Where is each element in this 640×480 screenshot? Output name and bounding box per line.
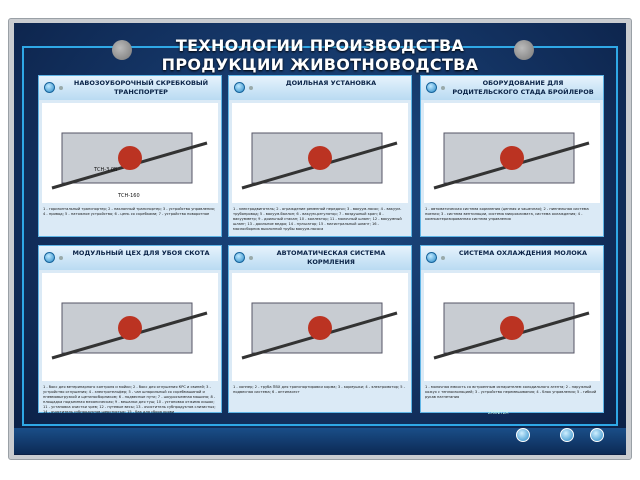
panel-header: МОДУЛЬНЫЙ ЦЕХ ДЛЯ УБОЯ СКОТА	[39, 246, 221, 270]
magnet-left	[112, 40, 132, 60]
panel-illustration	[424, 103, 600, 203]
panel-header: НАВОЗОУБОРОЧНЫЙ СКРЕБКОВЫЙ ТРАНСПОРТЕР	[39, 76, 221, 100]
panel: МОДУЛЬНЫЙ ЦЕХ ДЛЯ УБОЯ СКОТА 1 - бокс дл…	[38, 245, 222, 414]
dot-icon	[249, 86, 253, 90]
panel-illustration	[232, 103, 408, 203]
panel-illustration: ТСН-3.0Б ТСН-160	[42, 103, 218, 203]
equipment-drawing	[241, 302, 398, 360]
model-label: ТСН-160	[118, 193, 140, 199]
equipment-drawing	[241, 132, 398, 190]
bullet-icon	[44, 252, 55, 263]
panel-caption: 1 - автоматическая система кормления (це…	[425, 207, 589, 221]
panel-caption: 1 - молочная емкость со встроенным испар…	[425, 385, 597, 399]
brand-logo: ZARNITZA	[488, 410, 509, 415]
icon-button-2	[560, 428, 574, 442]
icon-button-3	[590, 428, 604, 442]
magnet-right	[514, 40, 534, 60]
dot-icon	[59, 256, 63, 260]
panel-caption: 1 - бокс для ветеринарного контроля и мо…	[43, 385, 216, 414]
panel-title: СИСТЕМА ОХЛАЖДЕНИЯ МОЛОКА	[458, 249, 588, 257]
panel-caption: 1 - электродвигатель; 2 - ограждение рем…	[233, 207, 402, 231]
panel-illustration	[424, 273, 600, 381]
panel-header: АВТОМАТИЧЕСКАЯ СИСТЕМА КОРМЛЕНИЯ	[229, 246, 411, 270]
panel: СИСТЕМА ОХЛАЖДЕНИЯ МОЛОКА 1 - молочная е…	[420, 245, 604, 413]
bullet-icon	[234, 82, 245, 93]
panel-title: МОДУЛЬНЫЙ ЦЕХ ДЛЯ УБОЯ СКОТА	[72, 249, 210, 257]
panel: ОБОРУДОВАНИЕ ДЛЯ РОДИТЕЛЬСКОГО СТАДА БРО…	[420, 75, 604, 237]
equipment-drawing	[433, 302, 590, 360]
panel-caption: 1 - хоппер; 2 - труба ПВХ для транспорти…	[233, 385, 406, 394]
bullet-icon	[234, 252, 245, 263]
dot-icon	[441, 256, 445, 260]
poster-border	[22, 46, 618, 426]
poster-title: ТЕХНОЛОГИИ ПРОИЗВОДСТВА ПРОДУКЦИИ ЖИВОТН…	[161, 36, 479, 74]
panel: ДОИЛЬНАЯ УСТАНОВКА 1 - электродвигатель;…	[228, 75, 412, 237]
dot-icon	[59, 86, 63, 90]
panel-title: ОБОРУДОВАНИЕ ДЛЯ РОДИТЕЛЬСКОГО СТАДА БРО…	[452, 79, 594, 96]
panel: АВТОМАТИЧЕСКАЯ СИСТЕМА КОРМЛЕНИЯ 1 - хоп…	[228, 245, 412, 413]
panel-header: СИСТЕМА ОХЛАЖДЕНИЯ МОЛОКА	[421, 246, 603, 270]
panel-title: АВТОМАТИЧЕСКАЯ СИСТЕМА КОРМЛЕНИЯ	[276, 249, 386, 266]
bullet-icon	[426, 82, 437, 93]
equipment-drawing	[433, 132, 590, 190]
panel-illustration	[42, 273, 218, 381]
panel-header: ДОИЛЬНАЯ УСТАНОВКА	[229, 76, 411, 100]
bottom-strip	[14, 428, 626, 454]
icon-button-1	[516, 428, 530, 442]
dot-icon	[249, 256, 253, 260]
equipment-drawing	[51, 302, 208, 360]
equipment-drawing	[51, 132, 208, 190]
panel-header: ОБОРУДОВАНИЕ ДЛЯ РОДИТЕЛЬСКОГО СТАДА БРО…	[421, 76, 603, 100]
panel-illustration	[232, 273, 408, 381]
panel: НАВОЗОУБОРОЧНЫЙ СКРЕБКОВЫЙ ТРАНСПОРТЕР Т…	[38, 75, 222, 237]
dot-icon	[441, 86, 445, 90]
panel-title: ДОИЛЬНАЯ УСТАНОВКА	[285, 79, 377, 87]
panel-title: НАВОЗОУБОРОЧНЫЙ СКРЕБКОВЫЙ ТРАНСПОРТЕР	[73, 79, 209, 96]
bullet-icon	[426, 252, 437, 263]
model-label: ТСН-3.0Б	[94, 167, 118, 173]
bullet-icon	[44, 82, 55, 93]
panel-caption: 1 - горизонтальный транспортер; 2 - накл…	[43, 207, 215, 216]
